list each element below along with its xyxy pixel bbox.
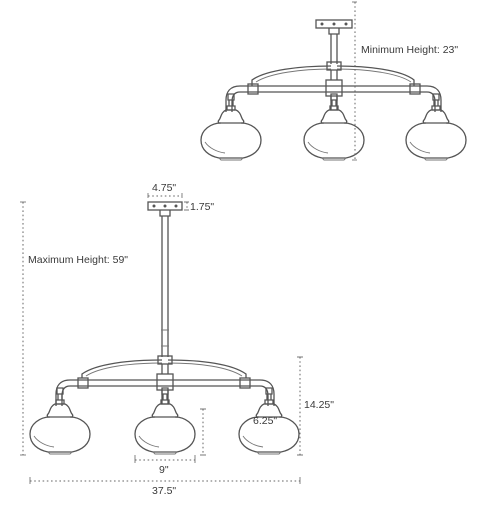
shade-width-dimension (134, 455, 196, 463)
overall-width-dimension (29, 477, 301, 484)
fixture-height-label: 14.25" (304, 399, 334, 411)
top-fixture-drawing (200, 19, 467, 161)
shade-width-label: 9" (159, 464, 169, 476)
min-height-label: Minimum Height: 23" (361, 44, 458, 56)
fixture-height-dimension (297, 356, 303, 456)
overall-width-label: 37.5" (152, 485, 176, 497)
max-height-dimension (20, 201, 26, 456)
shade-height-dimension (200, 408, 206, 456)
max-height-label: Maximum Height: 59" (28, 254, 128, 266)
canopy-height-dimension (184, 201, 189, 211)
canopy-width-dimension (147, 193, 183, 198)
min-height-dimension (352, 1, 357, 161)
shade-height-label: 6.25" (253, 415, 277, 427)
canopy-height-label: 1.75" (190, 201, 214, 213)
canopy-width-label: 4.75" (152, 182, 176, 194)
bottom-fixture-drawing (29, 201, 300, 455)
